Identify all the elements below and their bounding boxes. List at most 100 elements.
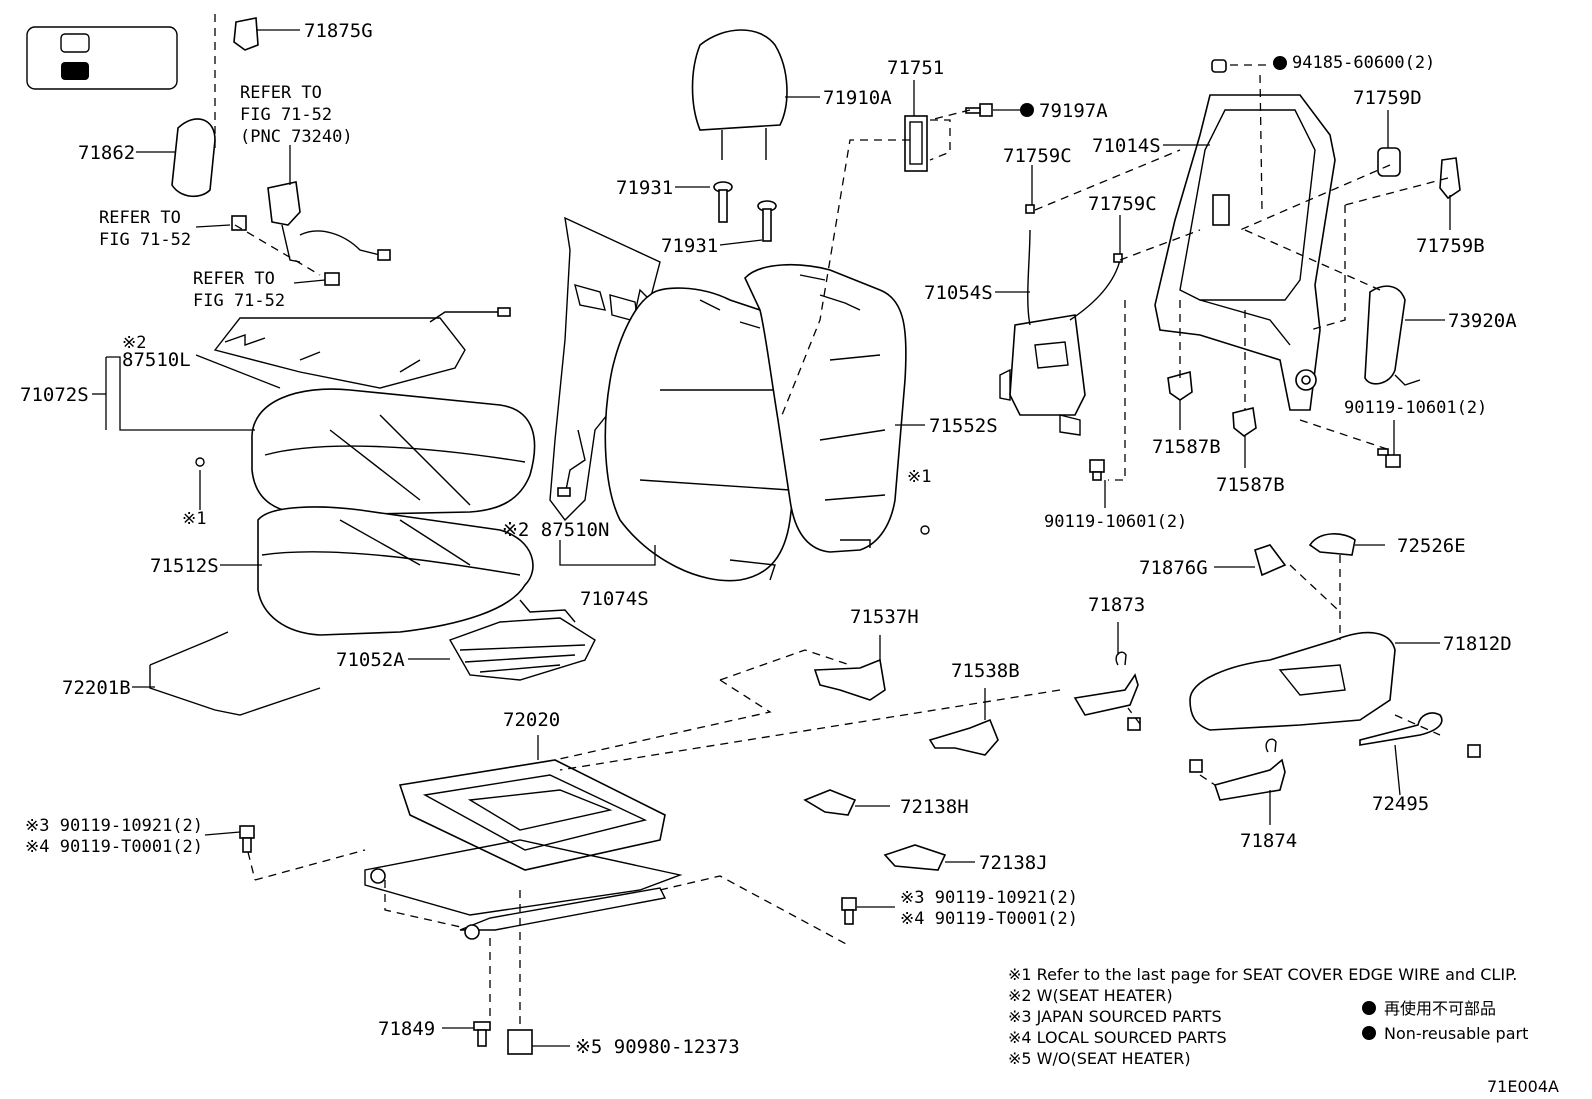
label-90119-10601-left: 90119-10601(2) xyxy=(1044,512,1187,532)
label-71072S: 71072S xyxy=(20,384,89,406)
clip-71759C-b xyxy=(1113,253,1123,263)
label-71052A: 71052A xyxy=(336,649,405,671)
label-71512S: 71512S xyxy=(150,555,219,577)
label-72201B: 72201B xyxy=(62,677,131,699)
label-x1-left: ※1 xyxy=(182,509,206,529)
bolt-90119-10921-left xyxy=(239,825,255,853)
label-90980-12373: ※5 90980-12373 xyxy=(575,1036,740,1058)
clip-71587B-b xyxy=(1232,407,1257,437)
headrest-71910A xyxy=(691,29,788,160)
refer-3-line-1: REFER TO xyxy=(193,269,275,289)
clip-71759B xyxy=(1439,157,1461,200)
side-airbag-73920A xyxy=(1364,285,1421,386)
refer-1-line-1: REFER TO xyxy=(240,83,322,103)
label-71910A: 71910A xyxy=(823,87,892,109)
seat-adjuster-72020 xyxy=(364,759,683,940)
label-71759B: 71759B xyxy=(1416,235,1485,257)
label-87510L: 87510L xyxy=(122,349,191,371)
label-71587B-b: 71587B xyxy=(1216,474,1285,496)
label-72495: 72495 xyxy=(1372,793,1429,815)
shield-71812D xyxy=(1189,631,1396,731)
note-3: ※3 JAPAN SOURCED PARTS xyxy=(1008,1007,1222,1026)
dashed-guides xyxy=(214,14,1449,1030)
label-71931-b: 71931 xyxy=(661,235,718,257)
label-71931-a: 71931 xyxy=(616,177,673,199)
note-4: ※4 LOCAL SOURCED PARTS xyxy=(1008,1028,1227,1047)
refer-1-line-2: FIG 71-52 xyxy=(240,105,332,125)
label-71074S: 71074S xyxy=(580,588,649,610)
note-1: ※1 Refer to the last page for SEAT COVER… xyxy=(1008,965,1517,984)
label-71014S: 71014S xyxy=(1092,135,1161,157)
seat-cushion-pad-71512S xyxy=(257,506,534,636)
nonreusable-dot-79197A xyxy=(1020,103,1034,117)
label-90119-10601-right: 90119-10601(2) xyxy=(1344,398,1487,418)
cover-72526E xyxy=(1308,533,1356,556)
nut-94185-60600 xyxy=(1211,59,1227,73)
nut-refer-a xyxy=(231,215,247,231)
label-71849: 71849 xyxy=(378,1018,435,1040)
figure-code: 71E004A xyxy=(1487,1077,1559,1096)
bolt-90119-10601-right xyxy=(1377,448,1401,468)
legend-dot-jp xyxy=(1362,1001,1376,1015)
label-71759C-a: 71759C xyxy=(1003,145,1072,167)
mark-87510L: ※2 xyxy=(122,333,146,353)
label-79197A: 79197A xyxy=(1039,100,1108,122)
bracket-71751 xyxy=(904,115,928,172)
nonreusable-dot-94185 xyxy=(1273,56,1287,70)
footnotes: ※1 Refer to the last page for SEAT COVER… xyxy=(1008,965,1517,1068)
label-mid-bolt-4: ※4 90119-T0001(2) xyxy=(900,909,1078,929)
nut-refer-b xyxy=(324,272,340,286)
cushion-spring-71052A xyxy=(448,599,596,681)
seat-cushion-cover-71072S xyxy=(251,388,536,516)
label-71812D: 71812D xyxy=(1443,633,1512,655)
seat-belt-buckle xyxy=(267,181,391,263)
clip-71587B-a xyxy=(1167,370,1193,401)
label-71538B: 71538B xyxy=(951,660,1020,682)
bolt-90119-10921-mid xyxy=(841,897,857,925)
label-87510N: ※2 87510N xyxy=(502,519,609,541)
screw-71874 xyxy=(1189,759,1203,773)
seat-back-frame-71014S xyxy=(1154,94,1336,411)
label-71751: 71751 xyxy=(887,57,944,79)
lumbar-support-71054S xyxy=(999,229,1121,436)
bolt-71849 xyxy=(473,1021,491,1047)
label-72020: 72020 xyxy=(503,709,560,731)
label-71876G: 71876G xyxy=(1139,557,1208,579)
clip-x1-right xyxy=(920,525,930,535)
label-71587B-a: 71587B xyxy=(1152,436,1221,458)
label-72138H: 72138H xyxy=(900,796,969,818)
label-71759C-b: 71759C xyxy=(1088,193,1157,215)
screw-71873 xyxy=(1127,717,1141,731)
label-mid-bolt-3: ※3 90119-10921(2) xyxy=(900,888,1078,908)
refer-3-line-2: FIG 71-52 xyxy=(193,291,285,311)
label-71875G: 71875G xyxy=(304,20,373,42)
bracket-71537H xyxy=(813,658,886,701)
label-71874: 71874 xyxy=(1240,830,1297,852)
label-72138J: 72138J xyxy=(979,852,1048,874)
nonreusable-en: Non-reusable part xyxy=(1384,1024,1528,1043)
wire-72201B xyxy=(149,631,321,716)
label-71537H: 71537H xyxy=(850,606,919,628)
label-94185: 94185-60600(2) xyxy=(1292,53,1435,73)
label-71054S: 71054S xyxy=(924,282,993,304)
clip-x1-left xyxy=(195,457,205,467)
label-71759D: 71759D xyxy=(1353,87,1422,109)
legend-box xyxy=(26,26,178,90)
label-71862: 71862 xyxy=(78,142,135,164)
label-72526E: 72526E xyxy=(1397,535,1466,557)
label-73920A: 73920A xyxy=(1448,310,1517,332)
refer-2-line-1: REFER TO xyxy=(99,208,181,228)
nonreusable-jp: 再使用不可部品 xyxy=(1384,999,1496,1018)
bracket-72138H xyxy=(803,789,857,816)
screw-72495 xyxy=(1467,744,1481,758)
label-71552S: 71552S xyxy=(929,415,998,437)
legend-dot-en xyxy=(1362,1026,1376,1040)
label-left-bolt-4: ※4 90119-T0001(2) xyxy=(25,837,203,857)
note-5: ※5 W/O(SEAT HEATER) xyxy=(1008,1049,1191,1068)
clip-71759C-a xyxy=(1025,204,1035,214)
cover-71875G xyxy=(233,17,259,51)
seat-back-pad-71552S xyxy=(744,263,907,553)
label-left-bolt-3: ※3 90119-10921(2) xyxy=(25,816,203,836)
leader-lines xyxy=(92,29,1451,1047)
